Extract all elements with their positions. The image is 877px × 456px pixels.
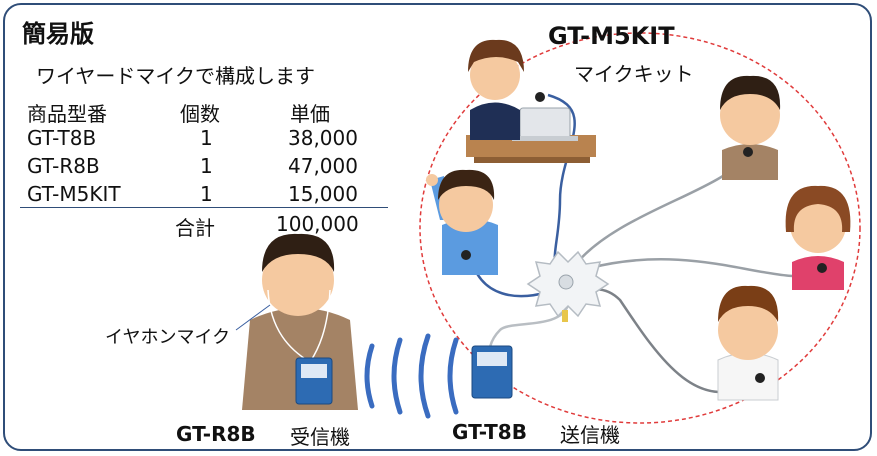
outer-frame bbox=[3, 3, 872, 451]
row-qty: 1 bbox=[200, 154, 213, 178]
wireless-waves bbox=[364, 333, 459, 419]
receiver-role-label: 受信機 bbox=[290, 425, 350, 449]
transmitter-device-icon bbox=[471, 345, 513, 399]
row-model: GT-T8B bbox=[27, 126, 97, 150]
header-price: 単価 bbox=[290, 102, 330, 126]
person-chef bbox=[717, 285, 779, 401]
person-raising-hand bbox=[426, 169, 498, 275]
receiver-model-label: GT-R8B bbox=[176, 422, 256, 446]
row-model: GT-R8B bbox=[27, 154, 100, 178]
header-model: 商品型番 bbox=[27, 102, 107, 126]
kit-name-label: マイクキット bbox=[574, 62, 694, 86]
page-subtitle: ワイヤードマイクで構成します bbox=[36, 64, 315, 88]
row-qty: 1 bbox=[200, 126, 213, 150]
total-label: 合計 bbox=[175, 216, 215, 240]
earphone-pointer bbox=[235, 304, 271, 331]
row-model: GT-M5KIT bbox=[27, 182, 121, 206]
row-price: 47,000 bbox=[288, 154, 358, 178]
person-laptop bbox=[466, 39, 596, 163]
row-qty: 1 bbox=[200, 182, 213, 206]
kit-model-label: GT-M5KIT bbox=[548, 22, 675, 50]
kit-boundary bbox=[419, 32, 861, 424]
receiver-device-icon bbox=[295, 357, 333, 405]
page-title: 簡易版 bbox=[22, 20, 94, 48]
person-older-man bbox=[720, 75, 781, 180]
earphone-mic-label: イヤホンマイク bbox=[105, 327, 231, 348]
row-price: 38,000 bbox=[288, 126, 358, 150]
row-price: 15,000 bbox=[288, 182, 358, 206]
mixer-hub bbox=[526, 250, 610, 322]
person-woman bbox=[785, 185, 851, 290]
table-divider bbox=[20, 207, 388, 208]
total-value: 100,000 bbox=[276, 212, 359, 236]
transmitter-role-label: 送信機 bbox=[560, 423, 620, 447]
header-qty: 個数 bbox=[180, 102, 220, 126]
transmitter-model-label: GT-T8B bbox=[452, 420, 527, 444]
